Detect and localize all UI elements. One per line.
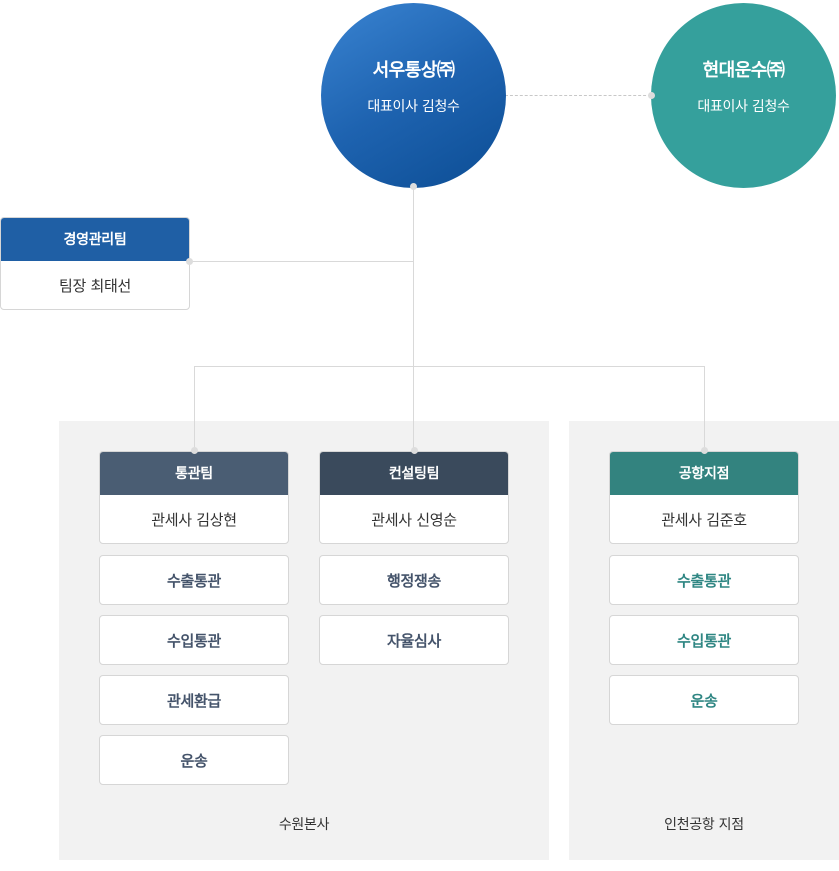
company-circle-seowoo: 서우통상㈜ 대표이사 김청수	[321, 3, 506, 188]
suwon-hq-label: 수원본사	[278, 817, 330, 833]
team-leader: 관세사 김준호	[661, 510, 747, 529]
connector-dot	[411, 447, 418, 454]
service-item-transport[interactable]: 운송	[609, 675, 799, 725]
team-leader: 팀장 최태선	[59, 276, 131, 295]
customs-connector	[194, 366, 195, 451]
connector-dot	[701, 447, 708, 454]
company-name: 서우통상㈜	[372, 59, 455, 81]
branch-horizontal-connector	[194, 366, 705, 367]
service-item-duty-refund[interactable]: 관세환급	[99, 675, 289, 725]
customs-team-box: 통관팀 관세사 김상현	[99, 451, 289, 544]
service-item-import-clearance[interactable]: 수입통관	[609, 615, 799, 665]
connector-dot	[191, 447, 198, 454]
management-connector	[189, 261, 413, 262]
team-leader: 관세사 김상현	[151, 510, 237, 529]
airport-branch-box: 공항지점 관세사 김준호	[609, 451, 799, 544]
service-item-transport[interactable]: 운송	[99, 735, 289, 785]
main-vertical-connector	[413, 186, 414, 451]
team-leader: 관세사 신영순	[371, 510, 457, 529]
company-ceo: 대표이사 김청수	[367, 98, 460, 115]
team-title: 컨설팅팀	[320, 452, 508, 495]
service-item-export-clearance[interactable]: 수출통관	[609, 555, 799, 605]
affiliate-connector	[505, 95, 651, 96]
connector-dot	[648, 92, 655, 99]
management-team-box: 경영관리팀 팀장 최태선	[0, 217, 190, 310]
connector-dot	[186, 258, 193, 265]
connector-dot	[410, 183, 417, 190]
team-title: 통관팀	[100, 452, 288, 495]
service-item-import-clearance[interactable]: 수입통관	[99, 615, 289, 665]
consulting-team-box: 컨설팅팀 관세사 신영순	[319, 451, 509, 544]
incheon-airport-label: 인천공항 지점	[664, 817, 744, 833]
service-item-administrative-litigation[interactable]: 행정쟁송	[319, 555, 509, 605]
company-circle-hyundai: 현대운수㈜ 대표이사 김청수	[651, 3, 836, 188]
service-item-self-audit[interactable]: 자율심사	[319, 615, 509, 665]
team-title: 경영관리팀	[1, 218, 189, 261]
airport-connector	[704, 366, 705, 451]
service-item-export-clearance[interactable]: 수출통관	[99, 555, 289, 605]
team-title: 공항지점	[610, 452, 798, 495]
company-name: 현대운수㈜	[702, 59, 785, 81]
company-ceo: 대표이사 김청수	[697, 98, 790, 115]
